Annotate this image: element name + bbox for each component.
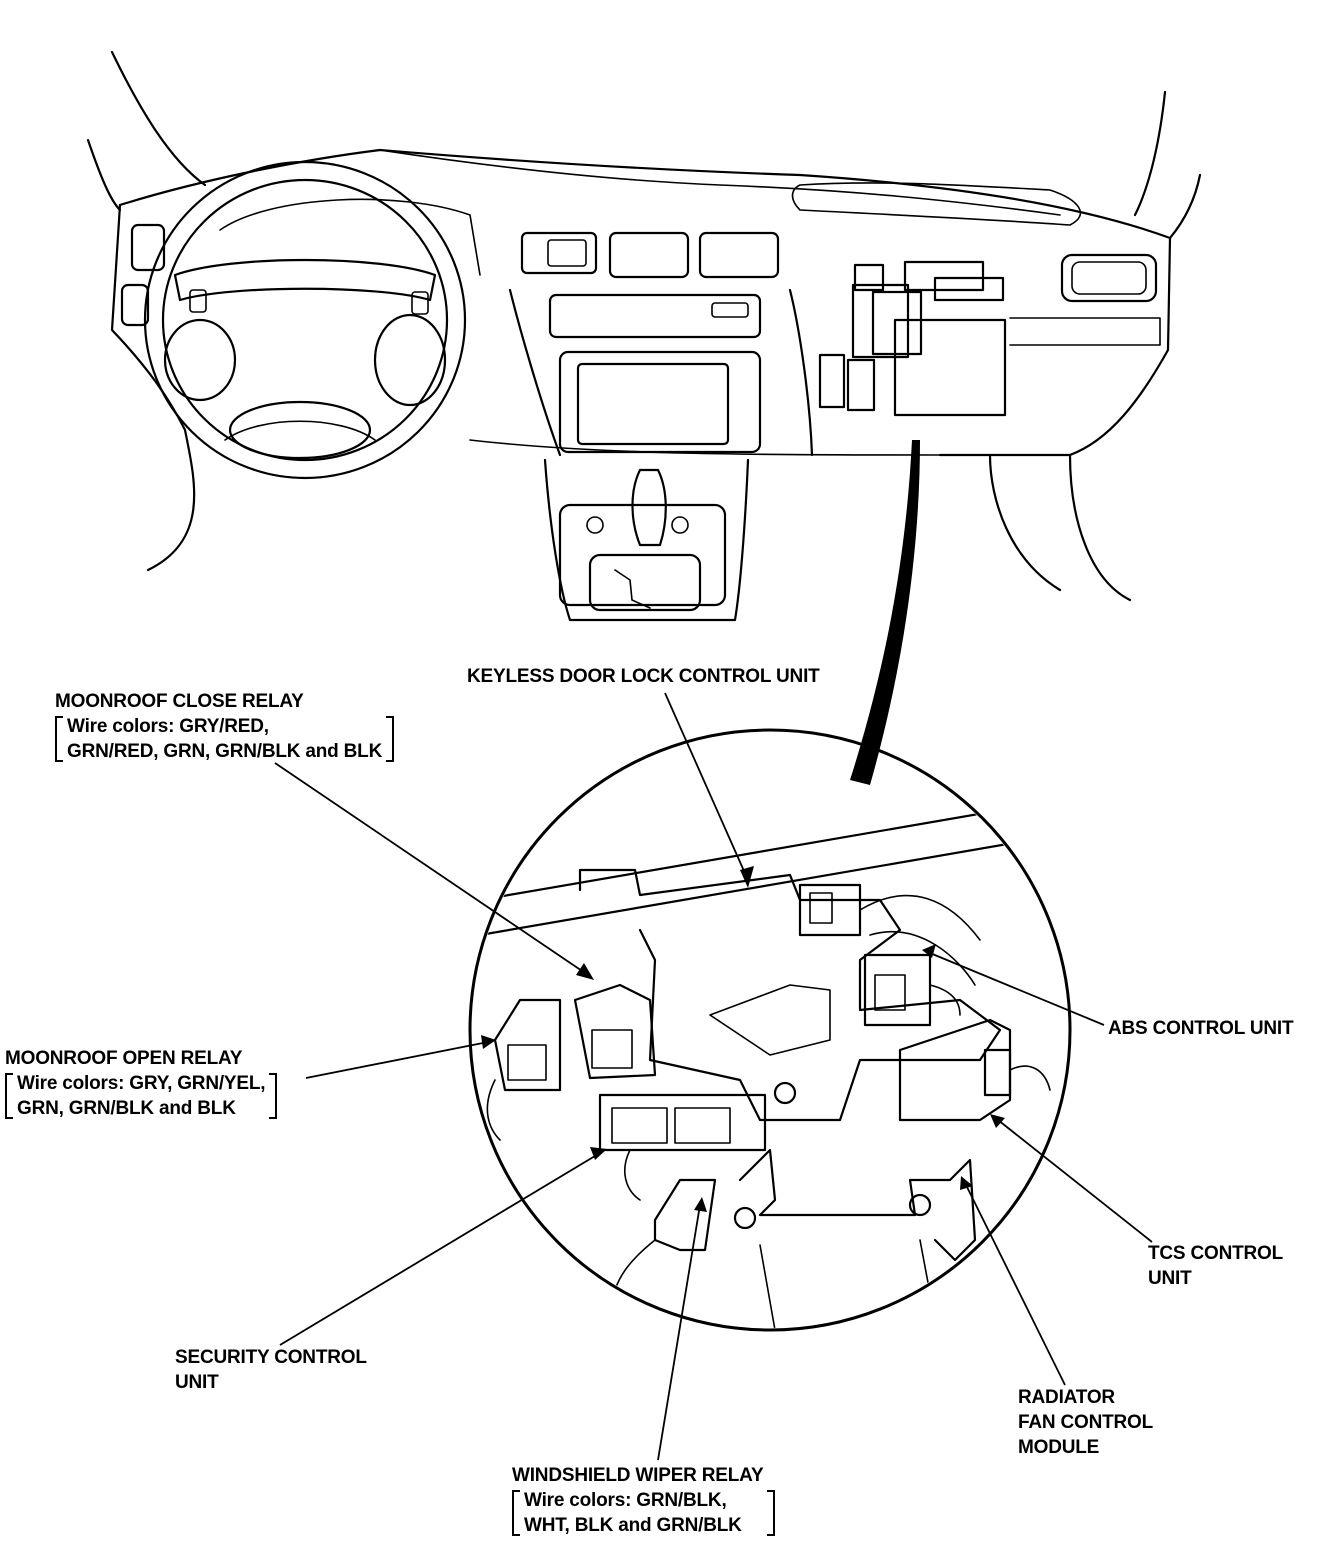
moonroof-close-wires: Wire colors: GRY/RED, GRN/RED, GRN, GRN/… (55, 714, 395, 764)
moonroof-open-title: MOONROOF OPEN RELAY (5, 1048, 243, 1069)
label-windshield-wiper-relay: WINDSHIELD WIPER RELAY Wire colors: GRN/… (512, 1463, 776, 1538)
moonroof-close-title: MOONROOF CLOSE RELAY (55, 691, 304, 712)
security-line-1: SECURITY CONTROL (175, 1347, 367, 1368)
moonroof-open-wire-line-2: GRN, GRN/BLK and BLK (17, 1098, 236, 1119)
radiator-line-1: RADIATOR (1018, 1387, 1115, 1408)
label-moonroof-open-relay: MOONROOF OPEN RELAY Wire colors: GRY, GR… (5, 1046, 278, 1121)
wiper-wires: Wire colors: GRN/BLK, WHT, BLK and GRN/B… (512, 1488, 776, 1538)
leader-lines (274, 692, 1153, 1461)
keyless-title: KEYLESS DOOR LOCK CONTROL UNIT (467, 666, 820, 687)
label-radiator-fan-control-module: RADIATOR FAN CONTROL MODULE (1018, 1385, 1153, 1460)
wiper-wire-line-2: WHT, BLK and GRN/BLK (524, 1515, 742, 1536)
radiator-line-2: FAN CONTROL (1018, 1412, 1154, 1433)
zoom-connector (850, 440, 920, 785)
dashboard-drawing (86, 50, 1202, 622)
moonroof-open-wire-line-1: Wire colors: GRY, GRN/YEL, (17, 1073, 266, 1094)
tcs-line-2: UNIT (1148, 1268, 1192, 1289)
moonroof-close-wire-line-2: GRN/RED, GRN, GRN/BLK and BLK (67, 741, 383, 762)
moonroof-open-wires: Wire colors: GRY, GRN/YEL, GRN, GRN/BLK … (5, 1071, 278, 1121)
label-security-control-unit: SECURITY CONTROL UNIT (175, 1345, 367, 1395)
abs-title: ABS CONTROL UNIT (1108, 1018, 1294, 1039)
security-line-2: UNIT (175, 1372, 219, 1393)
label-keyless-door-lock: KEYLESS DOOR LOCK CONTROL UNIT (467, 664, 820, 689)
moonroof-close-wire-line-1: Wire colors: GRY/RED, (67, 716, 269, 737)
radiator-line-3: MODULE (1018, 1437, 1100, 1458)
inset-detail (468, 728, 1072, 1332)
label-tcs-control-unit: TCS CONTROL UNIT (1148, 1241, 1283, 1291)
tcs-line-1: TCS CONTROL (1148, 1243, 1284, 1264)
wiper-title: WINDSHIELD WIPER RELAY (512, 1465, 764, 1486)
label-abs-control-unit: ABS CONTROL UNIT (1108, 1016, 1294, 1041)
wiper-wire-line-1: Wire colors: GRN/BLK, (524, 1490, 727, 1511)
label-moonroof-close-relay: MOONROOF CLOSE RELAY Wire colors: GRY/RE… (55, 689, 395, 764)
